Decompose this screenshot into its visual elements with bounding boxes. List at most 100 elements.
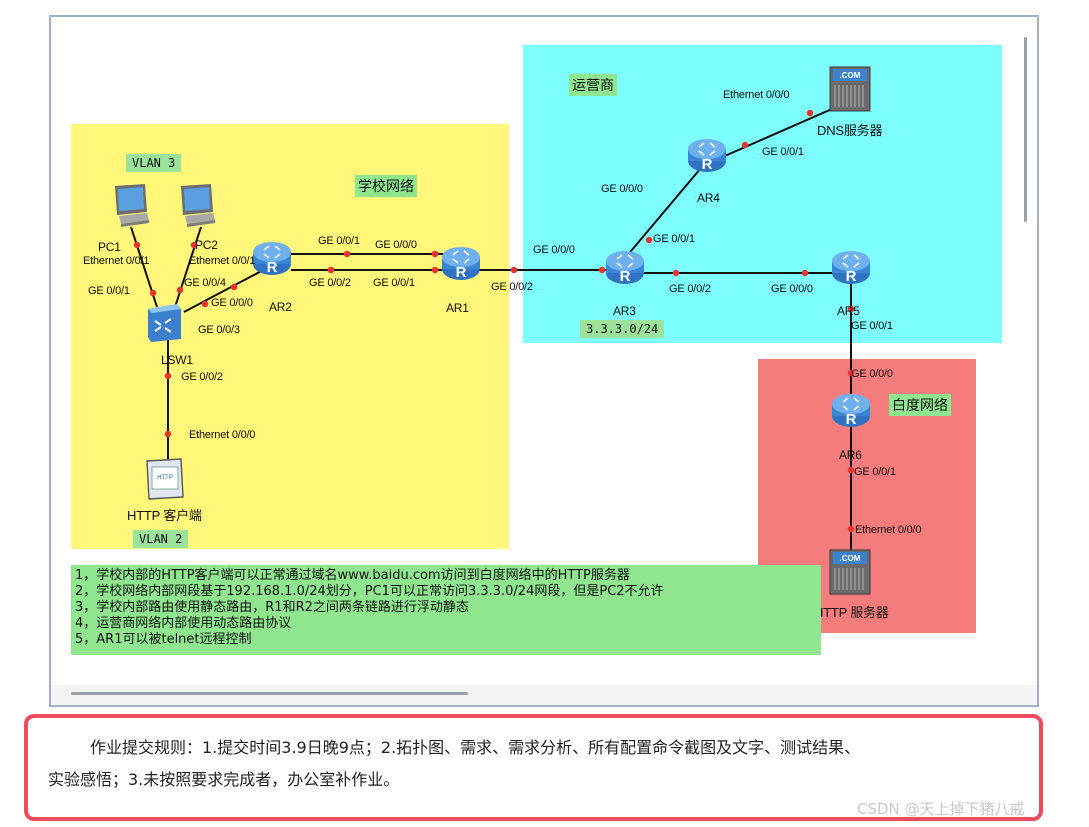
port-dot bbox=[510, 266, 518, 274]
baidu-zone-label: 白度网络 bbox=[889, 394, 951, 416]
port-label: GE 0/0/1 bbox=[851, 320, 893, 332]
http-icon-text: HTTP bbox=[157, 475, 173, 481]
port-label: GE 0/0/1 bbox=[854, 466, 896, 478]
lsw1-label: LSW1 bbox=[161, 353, 193, 367]
ar4-label: AR4 bbox=[697, 191, 720, 205]
port-dot bbox=[431, 266, 439, 274]
link-ar4-dns bbox=[710, 104, 842, 163]
csdn-watermark: CSDN @天上掉下猪八戒 bbox=[857, 800, 1025, 818]
port-dot bbox=[164, 372, 172, 380]
port-label: Ethernet 0/0/0 bbox=[723, 89, 790, 101]
http-client-icon: HTTP bbox=[146, 458, 184, 500]
port-label: GE 0/0/0 bbox=[375, 239, 417, 251]
vertical-scrollbar[interactable] bbox=[1024, 37, 1027, 222]
dns-server-icon: .COM bbox=[829, 66, 871, 112]
topology-links bbox=[130, 104, 855, 560]
pc-icon bbox=[115, 184, 149, 227]
port-label: GE 0/0/1 bbox=[373, 277, 415, 289]
router-letter: R bbox=[846, 268, 857, 285]
port-label: GE 0/0/1 bbox=[653, 233, 695, 245]
com-text: .COM bbox=[840, 554, 861, 563]
port-dot bbox=[343, 250, 351, 258]
port-label: GE 0/0/0 bbox=[533, 244, 575, 256]
router-letter: R bbox=[456, 264, 467, 281]
port-dot bbox=[190, 241, 198, 249]
submission-rules-notice: 作业提交规则：1.提交时间3.9日晚9点；2.拓扑图、需求、需求分析、所有配置命… bbox=[24, 714, 1043, 821]
port-dot bbox=[672, 269, 680, 277]
http-server-label: HTTP 服务器 bbox=[814, 605, 889, 620]
port-label: GE 0/0/0 bbox=[601, 183, 643, 195]
port-label: Ethernet 0/0/0 bbox=[189, 429, 256, 441]
port-label: GE 0/0/0 bbox=[211, 297, 253, 309]
requirement-item: 5，AR1可以被telnet远程控制 bbox=[75, 632, 252, 647]
port-dot bbox=[847, 466, 855, 474]
port-dot bbox=[847, 305, 855, 313]
isp-subnet-label: 3.3.3.0/24 bbox=[580, 320, 665, 338]
pc2-label: PC2 bbox=[195, 238, 218, 252]
port-dot bbox=[741, 141, 749, 149]
topology-image-frame: R R R R R bbox=[49, 15, 1039, 707]
router-icon: R bbox=[688, 139, 726, 173]
topology-canvas: R R R R R bbox=[51, 17, 1041, 709]
router-icon: R bbox=[606, 251, 644, 285]
ar1-label: AR1 bbox=[446, 301, 469, 315]
vlan2-label: VLAN 2 bbox=[133, 530, 189, 548]
port-dot bbox=[847, 369, 855, 377]
port-dot bbox=[847, 525, 855, 533]
ar3-label: AR3 bbox=[613, 304, 636, 318]
port-label: GE 0/0/2 bbox=[309, 277, 351, 289]
requirements-box: 1，学校内部的HTTP客户端可以正常通过域名www.baidu.com访问到白度… bbox=[71, 565, 821, 655]
port-label: Ethernet 0/0/1 bbox=[83, 255, 150, 267]
port-dot bbox=[806, 109, 814, 117]
requirement-item: 1，学校内部的HTTP客户端可以正常通过域名www.baidu.com访问到白度… bbox=[75, 568, 630, 583]
port-dot bbox=[230, 283, 238, 291]
router-letter: R bbox=[702, 156, 713, 173]
horizontal-scroll-track bbox=[51, 685, 1037, 705]
router-letter: R bbox=[620, 268, 631, 285]
port-label: GE 0/0/2 bbox=[669, 283, 711, 295]
notice-line-2: 实验感悟；3.未按照要求完成者，办公室补作业。 bbox=[48, 770, 400, 789]
requirement-item: 4，运营商网络内部使用动态路由协议 bbox=[75, 616, 292, 631]
port-label: Ethernet 0/0/1 bbox=[189, 255, 256, 267]
router-icon: R bbox=[442, 247, 480, 281]
ar6-label: AR6 bbox=[839, 448, 862, 462]
horizontal-scrollbar[interactable] bbox=[71, 692, 468, 695]
isp-zone-label: 运营商 bbox=[569, 74, 617, 96]
link-lsw1-ar2 bbox=[183, 266, 270, 313]
port-dot bbox=[327, 266, 335, 274]
router-icon: R bbox=[832, 394, 870, 428]
com-text: .COM bbox=[840, 71, 861, 80]
link-ar3-ar4 bbox=[625, 161, 707, 258]
http-server-icon: .COM bbox=[829, 549, 871, 595]
port-label: GE 0/0/0 bbox=[851, 368, 893, 380]
router-icon: R bbox=[253, 242, 291, 276]
port-label: GE 0/0/3 bbox=[198, 324, 240, 336]
campus-zone-label: 学校网络 bbox=[355, 175, 417, 197]
switch-icon bbox=[148, 304, 181, 342]
link-pc2-lsw1 bbox=[174, 226, 202, 308]
port-dot bbox=[801, 269, 809, 277]
dns-server-label: DNS服务器 bbox=[817, 123, 883, 138]
requirement-item: 2，学校网络内部网段基于192.168.1.0/24划分，PC1可以正常访问3.… bbox=[75, 584, 664, 599]
port-dot bbox=[645, 236, 653, 244]
port-dot bbox=[201, 300, 209, 308]
port-dot bbox=[133, 241, 141, 249]
router-letter: R bbox=[267, 259, 278, 276]
port-dot bbox=[164, 430, 172, 438]
port-dot bbox=[149, 289, 157, 297]
pc-icon bbox=[181, 184, 215, 227]
ar5-label: AR5 bbox=[837, 304, 860, 318]
port-label: Ethernet 0/0/0 bbox=[855, 524, 922, 536]
port-label: GE 0/0/1 bbox=[318, 235, 360, 247]
port-label: GE 0/0/2 bbox=[181, 371, 223, 383]
router-letter: R bbox=[846, 411, 857, 428]
port-dot bbox=[598, 266, 606, 274]
router-icon: R bbox=[832, 251, 870, 285]
port-label: GE 0/0/4 bbox=[184, 277, 226, 289]
ar2-label: AR2 bbox=[269, 300, 292, 314]
port-label: GE 0/0/1 bbox=[762, 146, 804, 158]
port-label: GE 0/0/0 bbox=[771, 283, 813, 295]
requirement-item: 3，学校内部路由使用静态路由，R1和R2之间两条链路进行浮动静态 bbox=[75, 600, 469, 615]
port-label: GE 0/0/2 bbox=[491, 281, 533, 293]
vlan3-label: VLAN 3 bbox=[126, 154, 182, 172]
